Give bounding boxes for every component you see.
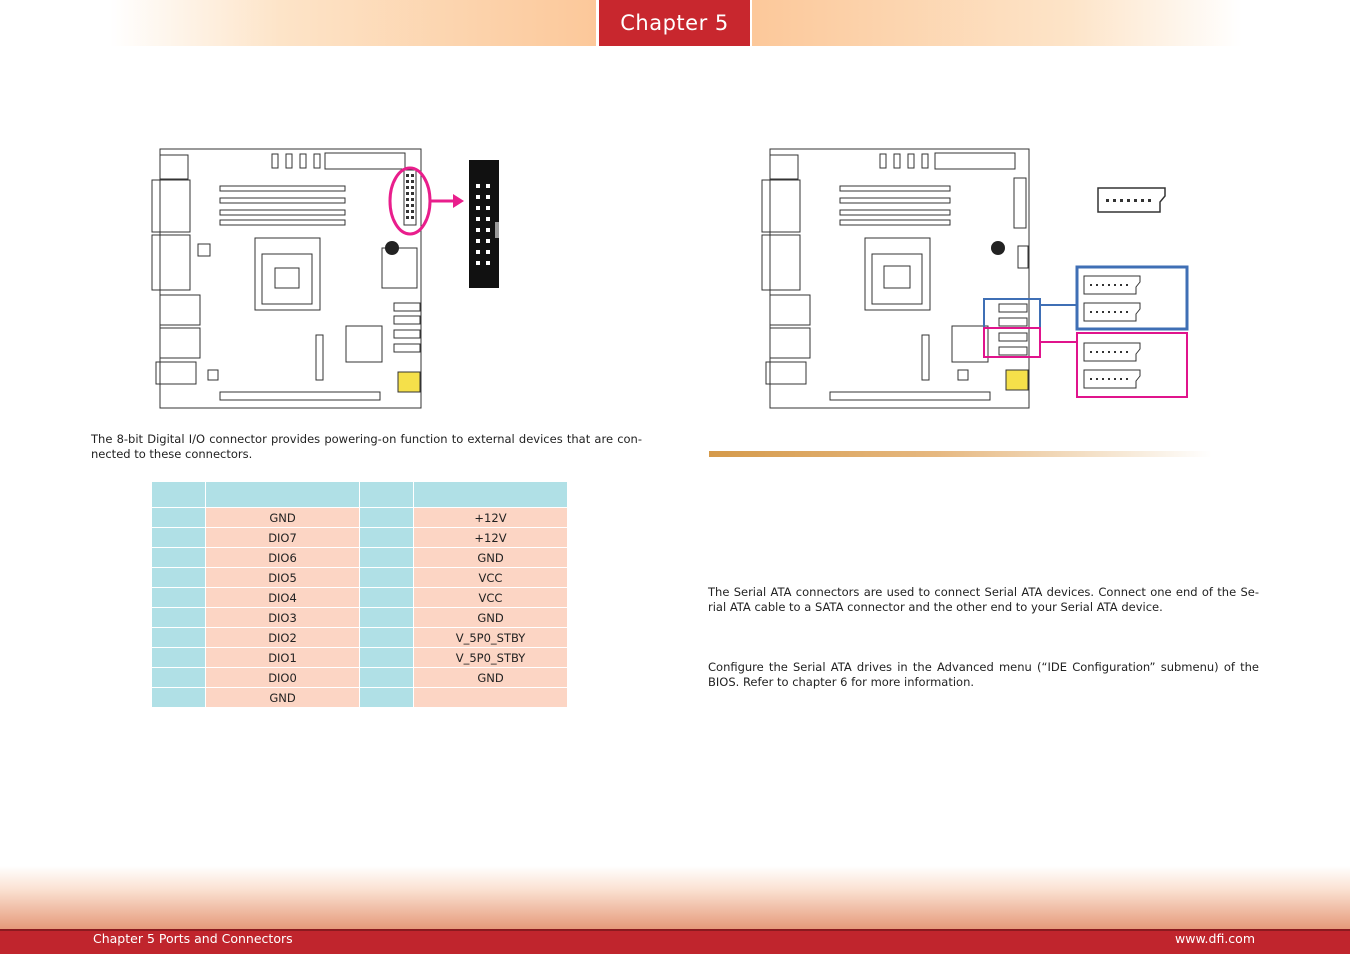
table-row: DIO1 V_5P0_STBY — [151, 647, 568, 668]
footer-bar — [0, 929, 1350, 954]
table-row: DIO7 +12V — [151, 527, 568, 548]
pin-number-cell — [151, 587, 206, 608]
header-cell — [205, 481, 360, 508]
header-cell — [359, 481, 414, 508]
pin-number-cell — [151, 567, 206, 588]
table-row: GND — [151, 687, 568, 708]
table-row: DIO2 V_5P0_STBY — [151, 627, 568, 648]
signal-left-cell: DIO1 — [205, 647, 360, 668]
pin-number-cell — [151, 647, 206, 668]
pin-number-cell — [359, 507, 414, 528]
header-band-right — [752, 0, 1242, 46]
pin-number-cell — [151, 667, 206, 688]
signal-right-cell: GND — [413, 547, 568, 568]
signal-right-cell: V_5P0_STBY — [413, 627, 568, 648]
signal-right-cell: +12V — [413, 507, 568, 528]
signal-left-cell: GND — [205, 687, 360, 708]
table-row: DIO5 VCC — [151, 567, 568, 588]
signal-left-cell: DIO7 — [205, 527, 360, 548]
signal-right-cell: VCC — [413, 587, 568, 608]
signal-left-cell: DIO0 — [205, 667, 360, 688]
sata-board-diagram — [761, 148, 1189, 409]
table-row: DIO3 GND — [151, 607, 568, 628]
signal-left-cell: DIO4 — [205, 587, 360, 608]
pin-number-cell — [359, 567, 414, 588]
pin-number-cell — [151, 547, 206, 568]
table-row: DIO6 GND — [151, 547, 568, 568]
pin-number-cell — [151, 527, 206, 548]
signal-left-cell: DIO3 — [205, 607, 360, 628]
pin-number-cell — [359, 647, 414, 668]
signal-left-cell: GND — [205, 507, 360, 528]
pin-number-cell — [151, 687, 206, 708]
table-row: DIO0 GND — [151, 667, 568, 688]
sata-bios-note: Configure the Serial ATA drives in the A… — [708, 660, 1259, 689]
signal-right-cell: GND — [413, 667, 568, 688]
pin-number-cell — [359, 607, 414, 628]
pin-number-cell — [359, 627, 414, 648]
pin-number-cell — [359, 667, 414, 688]
signal-right-cell: V_5P0_STBY — [413, 647, 568, 668]
signal-right-cell: +12V — [413, 527, 568, 548]
pin-number-cell — [151, 507, 206, 528]
pin-number-cell — [359, 547, 414, 568]
chapter-tab: Chapter 5 — [599, 0, 750, 46]
sata-description: The Serial ATA connectors are used to co… — [708, 585, 1259, 614]
signal-right-cell: GND — [413, 607, 568, 628]
signal-left-cell: DIO5 — [205, 567, 360, 588]
signal-right-cell: VCC — [413, 567, 568, 588]
table-header-row — [151, 481, 568, 508]
header-band-left — [110, 0, 596, 46]
pin-number-cell — [359, 587, 414, 608]
table-row: GND +12V — [151, 507, 568, 528]
signal-left-cell: DIO6 — [205, 547, 360, 568]
footer-gradient — [0, 866, 1350, 930]
header-cell — [413, 481, 568, 508]
signal-left-cell: DIO2 — [205, 627, 360, 648]
pin-number-cell — [359, 687, 414, 708]
pin-number-cell — [359, 527, 414, 548]
pin-number-cell — [151, 607, 206, 628]
signal-right-cell — [413, 687, 568, 708]
dio-description: The 8-bit Digital I/O connector provides… — [91, 432, 642, 461]
section-divider — [709, 451, 1212, 457]
table-row: DIO4 VCC — [151, 587, 568, 608]
header-cell — [151, 481, 206, 508]
footer-chapter-label: Chapter 5 Ports and Connectors — [93, 931, 293, 946]
dio-board-diagram — [151, 148, 499, 409]
pin-number-cell — [151, 627, 206, 648]
footer-website-link[interactable]: www.dfi.com — [1175, 931, 1255, 946]
